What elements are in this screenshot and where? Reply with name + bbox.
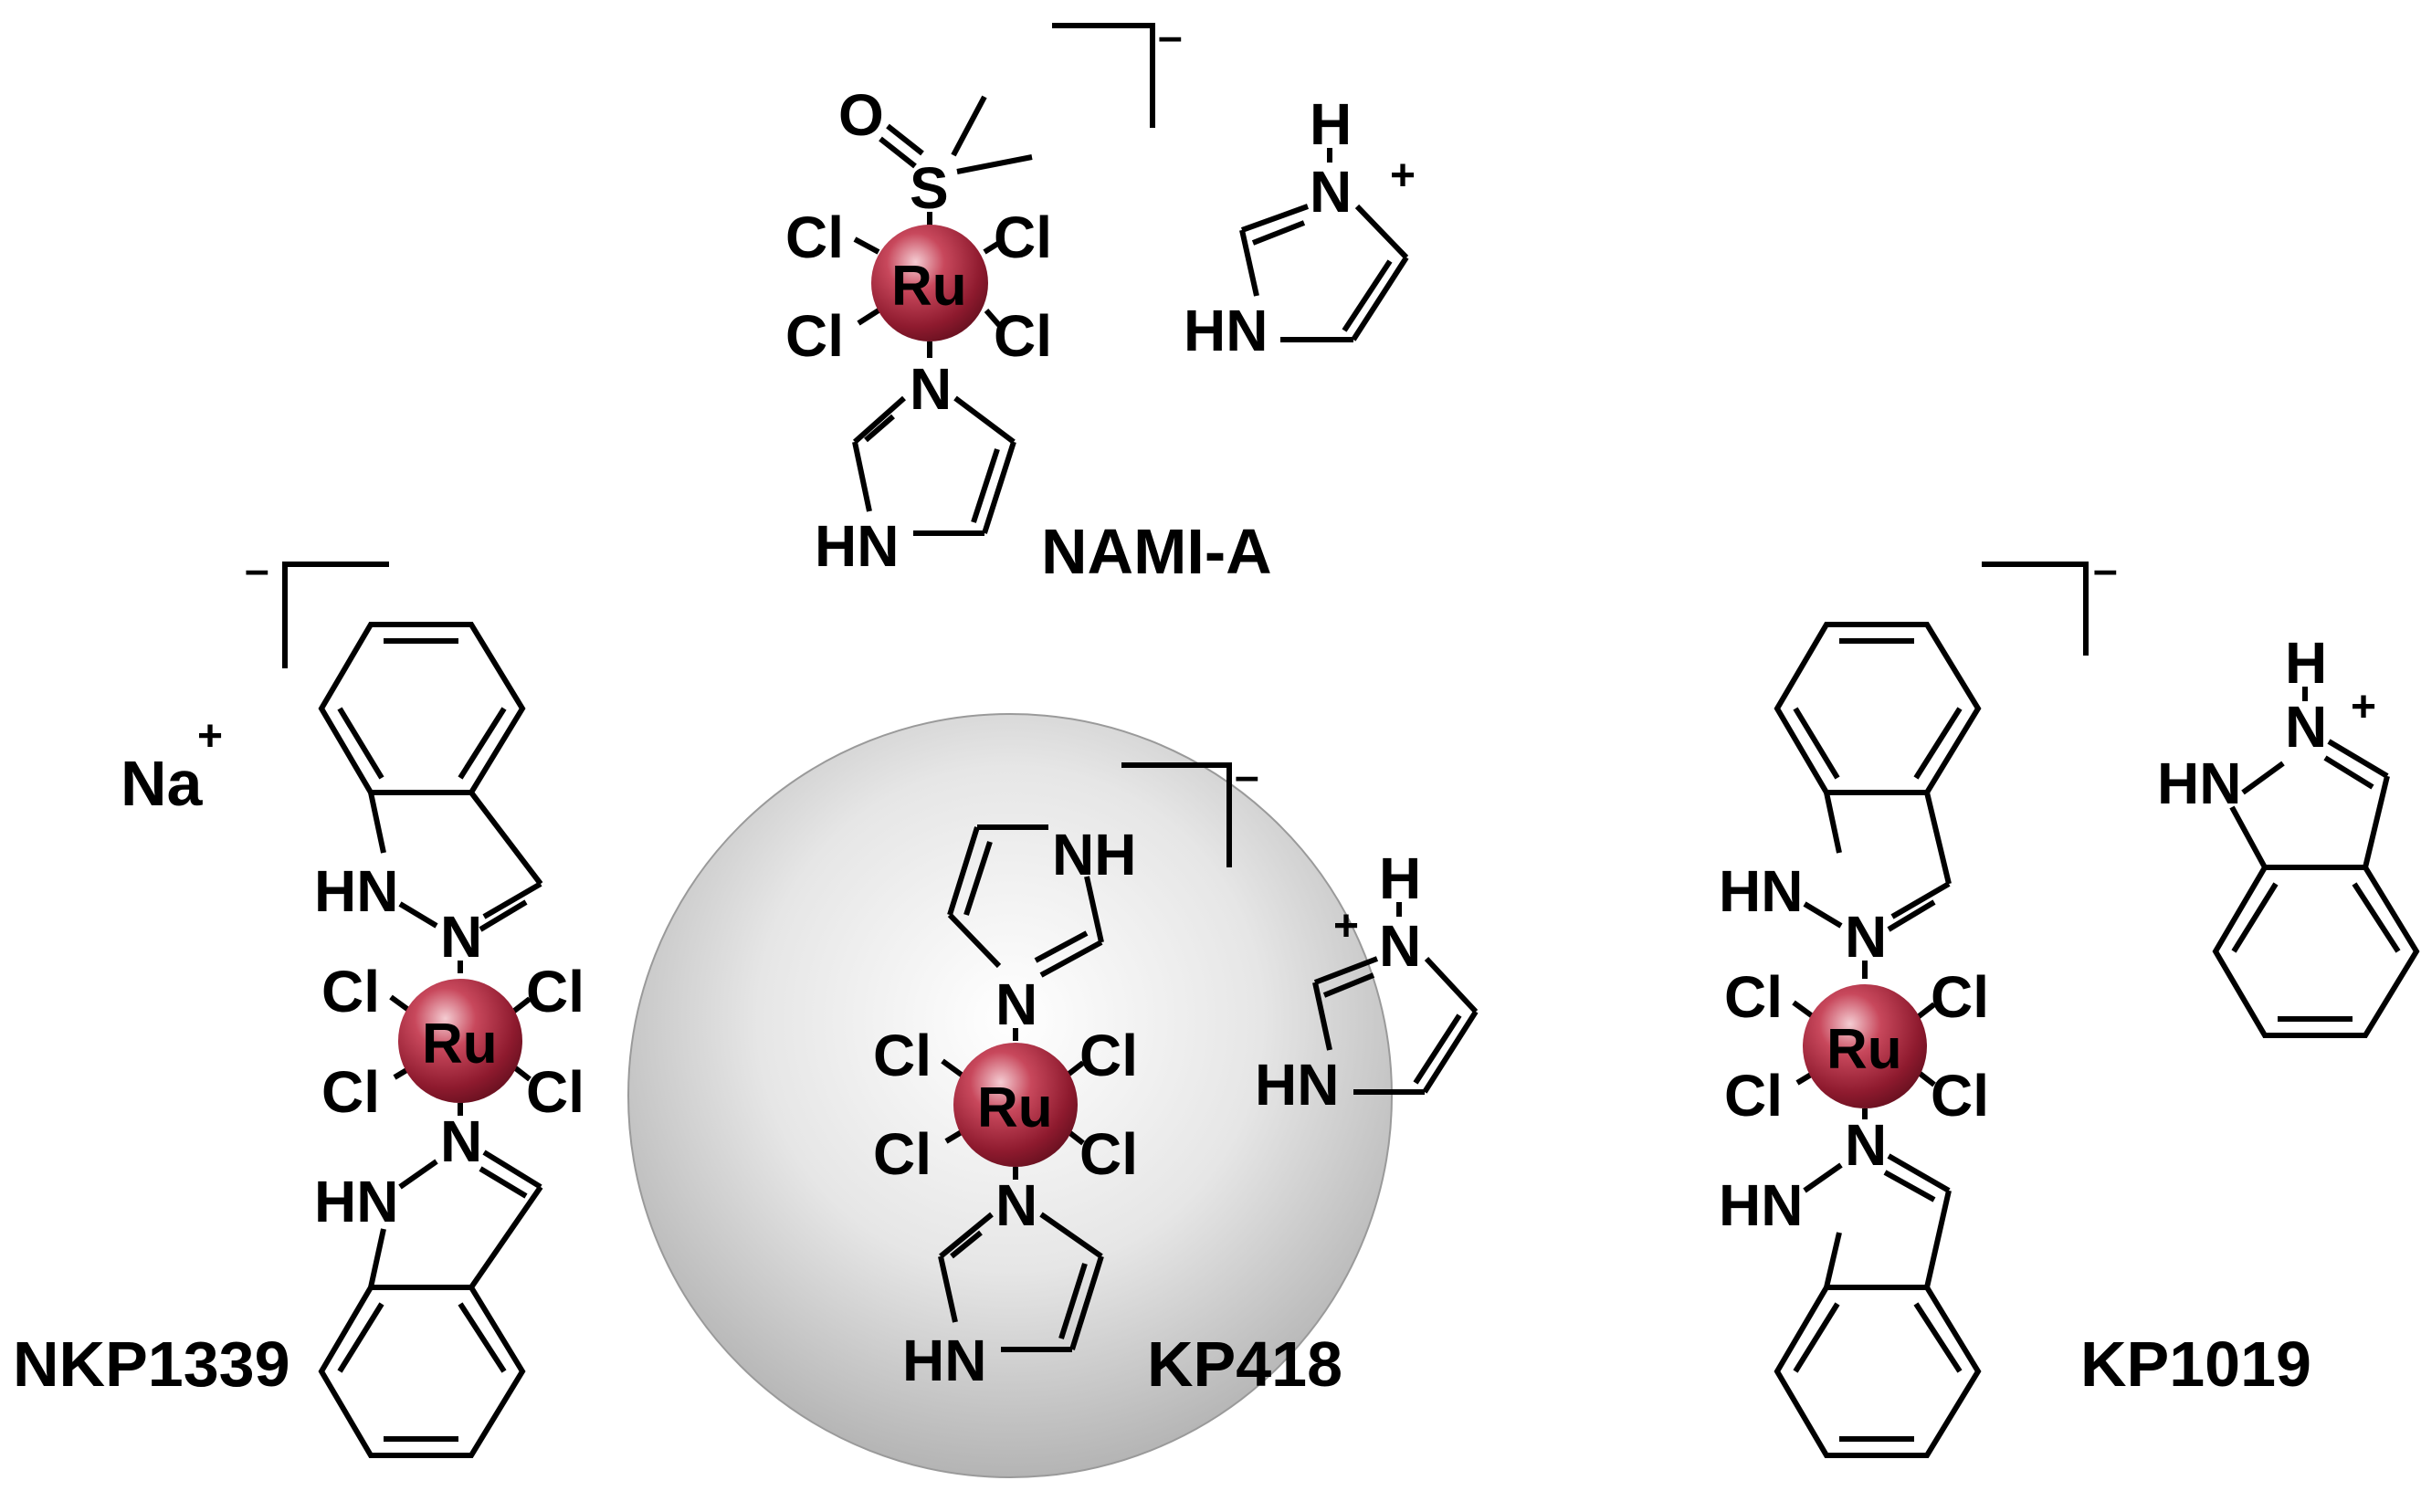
nami-a-complex: – O S Cl Cl Cl Cl Ru N HN H N bbox=[785, 13, 1416, 587]
kp1019-cl-bottom-right: Cl bbox=[1931, 1063, 1989, 1129]
nkp1339-top-hn: HN bbox=[314, 858, 398, 924]
nami-a-ru-atom: Ru bbox=[891, 255, 967, 318]
nami-a-cl-top-left: Cl bbox=[785, 205, 844, 270]
kp1019-cl-top-right: Cl bbox=[1931, 964, 1989, 1030]
kp1019-indazolium-n: N bbox=[2285, 694, 2327, 760]
kp418-cl-bottom-left: Cl bbox=[873, 1121, 932, 1187]
kp418-cl-top-right: Cl bbox=[1079, 1023, 1138, 1088]
nkp1339-top-n: N bbox=[440, 904, 482, 970]
kp418-imidazolium-hn: HN bbox=[1255, 1052, 1339, 1118]
nami-a-imidazolium-n: N bbox=[1310, 159, 1352, 225]
kp418-ru-atom: Ru bbox=[977, 1076, 1053, 1139]
kp418-minus-charge: – bbox=[1235, 752, 1259, 801]
kp1019-top-n: N bbox=[1845, 904, 1887, 970]
nkp1339-minus-charge: – bbox=[245, 546, 269, 594]
kp418-bottom-hn: HN bbox=[902, 1328, 986, 1393]
nami-a-cl-top-right: Cl bbox=[994, 205, 1052, 270]
kp1019-label: KP1019 bbox=[2080, 1328, 2311, 1400]
kp418-top-nh: NH bbox=[1052, 822, 1136, 887]
kp418-imidazolium-plus: + bbox=[1333, 902, 1359, 950]
nkp1339-cl-bottom-right: Cl bbox=[526, 1059, 584, 1125]
kp1019-complex: – HN N Cl Cl Cl Cl Ru N HN bbox=[1719, 546, 2420, 1458]
kp1019-cl-top-left: Cl bbox=[1724, 964, 1783, 1030]
nkp1339-bottom-n: N bbox=[440, 1108, 482, 1174]
nami-a-imidazolium-h: H bbox=[1310, 91, 1352, 157]
kp418-cl-bottom-right: Cl bbox=[1079, 1121, 1138, 1187]
kp418-cl-top-left: Cl bbox=[873, 1023, 932, 1088]
kp1019-indazolium-hn: HN bbox=[2157, 751, 2241, 816]
nami-a-cl-bottom-right: Cl bbox=[994, 303, 1052, 369]
nami-a-imidazole-n-coord: N bbox=[910, 356, 952, 422]
kp1019-indazolium-h: H bbox=[2285, 630, 2327, 696]
nami-a-label: NAMI-A bbox=[1041, 516, 1272, 587]
nkp1339-cl-bottom-left: Cl bbox=[321, 1059, 380, 1125]
kp1019-cl-bottom-left: Cl bbox=[1724, 1063, 1783, 1129]
nkp1339-sodium-plus: + bbox=[197, 712, 223, 761]
nkp1339-complex: – Na + HN N Cl Cl Cl Cl Ru N HN bbox=[13, 546, 584, 1458]
kp418-ru-sphere bbox=[953, 1043, 1078, 1167]
kp418-complex: – NH N Cl Cl Cl Cl Ru N HN bbox=[873, 752, 1479, 1400]
kp418-bottom-n: N bbox=[995, 1172, 1037, 1238]
kp1019-bottom-n: N bbox=[1845, 1112, 1887, 1178]
kp418-imidazolium-h: H bbox=[1379, 845, 1421, 911]
kp418-top-n: N bbox=[995, 971, 1037, 1037]
kp1019-indazolium-plus: + bbox=[2351, 683, 2376, 731]
nami-a-imidazole-hn: HN bbox=[815, 513, 899, 579]
kp1019-top-hn: HN bbox=[1719, 858, 1803, 924]
nami-a-imidazolium-hn: HN bbox=[1184, 298, 1268, 363]
nkp1339-label: NKP1339 bbox=[13, 1328, 290, 1400]
nkp1339-cl-top-left: Cl bbox=[321, 959, 380, 1024]
nkp1339-sodium: Na bbox=[121, 748, 204, 819]
kp418-label: KP418 bbox=[1147, 1328, 1342, 1400]
kp1019-ru-sphere bbox=[1803, 984, 1927, 1108]
nami-a-ru-sphere bbox=[871, 225, 988, 341]
kp1019-ru-atom: Ru bbox=[1826, 1018, 1902, 1081]
nkp1339-ru-atom: Ru bbox=[422, 1013, 498, 1076]
nkp1339-ru-sphere bbox=[398, 979, 522, 1103]
nami-a-sulfur-atom: S bbox=[910, 155, 949, 221]
nami-a-imidazolium-plus: + bbox=[1390, 152, 1416, 200]
nami-a-oxygen-atom: O bbox=[838, 82, 884, 148]
nkp1339-cl-top-right: Cl bbox=[526, 959, 584, 1024]
nami-a-minus-charge: – bbox=[1158, 13, 1183, 61]
kp418-imidazolium-n: N bbox=[1379, 913, 1421, 979]
nkp1339-bottom-hn: HN bbox=[314, 1169, 398, 1234]
kp1019-minus-charge: – bbox=[2093, 546, 2118, 594]
kp1019-bottom-hn: HN bbox=[1719, 1172, 1803, 1238]
nami-a-cl-bottom-left: Cl bbox=[785, 303, 844, 369]
